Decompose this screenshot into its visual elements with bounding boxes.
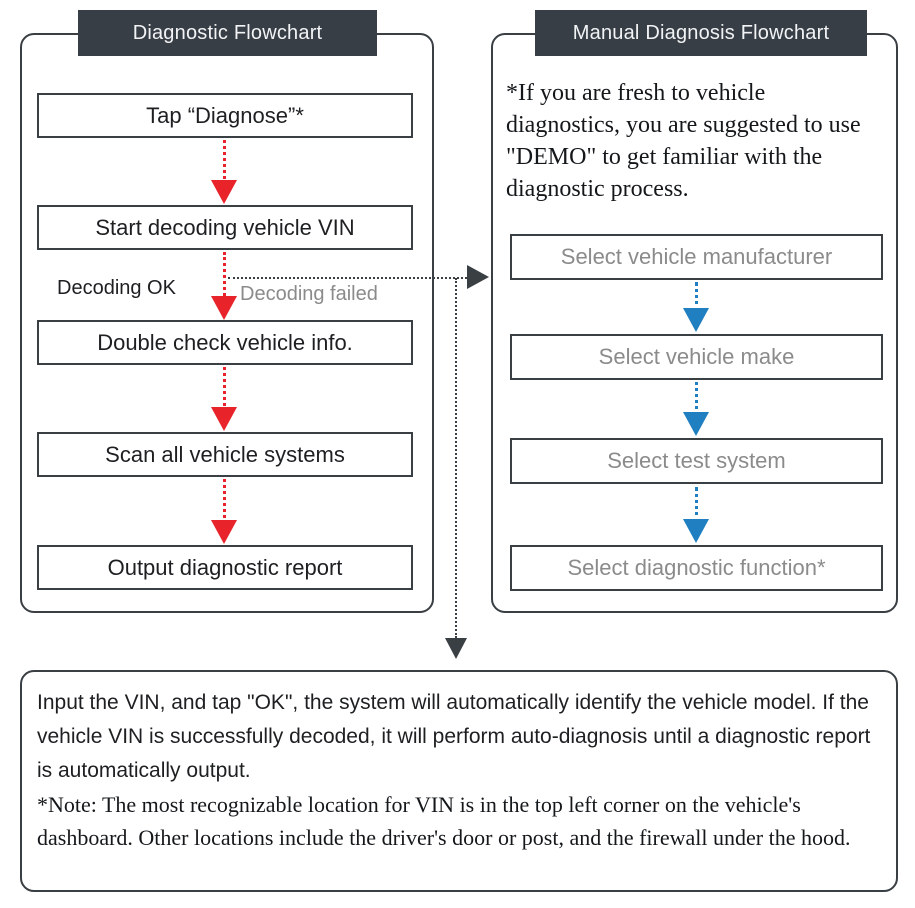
connector-branch-horizontal	[228, 277, 471, 279]
vin-location-note: *Note: The most recognizable location fo…	[37, 792, 851, 850]
edge-label-decoding-ok: Decoding OK	[57, 277, 176, 299]
step-start-decoding-vin[interactable]: Start decoding vehicle VIN	[37, 205, 413, 250]
step-tap-diagnose[interactable]: Tap “Diagnose”*	[37, 93, 413, 138]
connector-red-4	[223, 479, 226, 524]
connector-blue-1	[695, 282, 698, 312]
manual-diagnosis-flowchart-title: Manual Diagnosis Flowchart	[535, 10, 867, 56]
connector-red-1	[223, 140, 226, 185]
arrow-red-3	[211, 407, 237, 431]
arrow-red-1	[211, 180, 237, 204]
arrow-red-2	[211, 296, 237, 320]
connector-branch-vertical	[455, 278, 457, 638]
demo-suggestion-note: *If you are fresh to vehicle diagnostics…	[506, 80, 861, 202]
connector-red-3	[223, 367, 226, 412]
step-output-diagnostic-report[interactable]: Output diagnostic report	[37, 545, 413, 590]
step-double-check-vehicle-info[interactable]: Double check vehicle info.	[37, 320, 413, 365]
arrow-branch-down	[445, 638, 467, 659]
arrow-blue-3	[683, 519, 709, 543]
diagnostic-flowchart-title: Diagnostic Flowchart	[78, 10, 377, 56]
step-scan-all-vehicle-systems[interactable]: Scan all vehicle systems	[37, 432, 413, 477]
edge-label-decoding-failed: Decoding failed	[240, 283, 378, 305]
arrow-blue-2	[683, 412, 709, 436]
arrow-branch-right	[467, 265, 489, 289]
arrow-red-4	[211, 520, 237, 544]
step-select-vehicle-manufacturer[interactable]: Select vehicle manufacturer	[510, 234, 883, 280]
connector-blue-3	[695, 487, 698, 523]
connector-blue-2	[695, 382, 698, 415]
step-select-diagnostic-function[interactable]: Select diagnostic function*	[510, 545, 883, 591]
step-select-test-system[interactable]: Select test system	[510, 438, 883, 484]
vin-description-paragraph: Input the VIN, and tap "OK", the system …	[37, 691, 871, 783]
step-select-vehicle-make[interactable]: Select vehicle make	[510, 334, 883, 380]
vin-description-panel	[20, 670, 898, 892]
connector-red-2	[223, 252, 226, 314]
arrow-blue-1	[683, 308, 709, 332]
